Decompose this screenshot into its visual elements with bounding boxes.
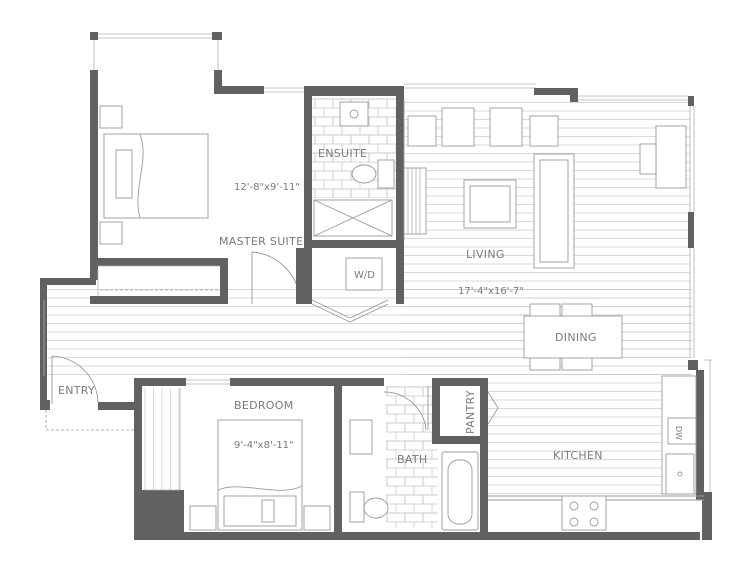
room-labels: ENSUITE 12'-8"x9'-11" MASTER SUITE LIVIN… xyxy=(58,147,683,466)
label-bedroom-dim: 9'-4"x8'-11" xyxy=(234,440,294,451)
label-master-dim: 12'-8"x9'-11" xyxy=(234,182,300,193)
furniture xyxy=(99,100,704,531)
label-dw: DW xyxy=(674,426,683,440)
walls xyxy=(40,32,712,540)
label-entry: ENTRY xyxy=(58,384,95,397)
label-living-dim: 17'-4"x16'-7" xyxy=(458,286,524,297)
label-living: LIVING xyxy=(466,248,505,261)
label-wd: W/D xyxy=(354,270,375,281)
label-dining: DINING xyxy=(555,331,597,344)
label-ensuite: ENSUITE xyxy=(318,147,367,160)
label-kitchen: KITCHEN xyxy=(553,449,603,462)
label-master-suite: MASTER SUITE xyxy=(219,235,303,248)
label-bedroom: BEDROOM xyxy=(234,399,294,412)
label-bath: BATH xyxy=(397,453,427,466)
label-pantry: PANTRY xyxy=(464,390,477,434)
